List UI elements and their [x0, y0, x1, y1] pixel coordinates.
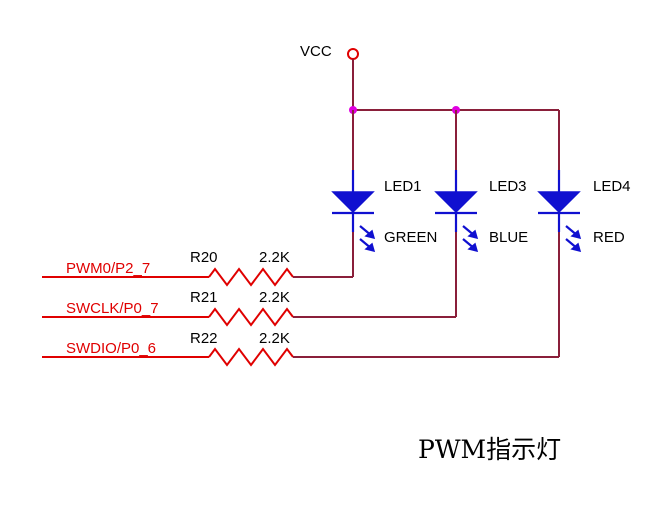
led1-color-label: GREEN: [384, 229, 437, 246]
vcc-terminal-icon: [347, 48, 359, 60]
led4-color-label: RED: [593, 229, 625, 246]
led4-emission-icon: [565, 225, 582, 253]
vcc-label: VCC: [300, 43, 332, 60]
r20-value-label: 2.2K: [259, 249, 290, 266]
r22-value-label: 2.2K: [259, 330, 290, 347]
led1-symbol: [331, 110, 376, 277]
net-label-swclk: SWCLK/P0_7: [66, 300, 159, 317]
r22-ref-label: R22: [190, 330, 218, 347]
diagram-caption: PWM指示灯: [418, 435, 561, 464]
led4-symbol: [537, 110, 582, 357]
led3-color-label: BLUE: [489, 229, 528, 246]
led1-ref-label: LED1: [384, 178, 422, 195]
r21-resistor-icon: [42, 307, 456, 327]
led4-ref-label: LED4: [593, 178, 631, 195]
net-label-swdio: SWDIO/P0_6: [66, 340, 156, 357]
led3-ref-label: LED3: [489, 178, 527, 195]
led3-emission-icon: [462, 225, 479, 253]
led3-symbol: [434, 110, 479, 317]
r22-resistor-icon: [42, 347, 559, 367]
r21-ref-label: R21: [190, 289, 218, 306]
r20-resistor-icon: [42, 267, 353, 287]
r21-value-label: 2.2K: [259, 289, 290, 306]
led1-emission-icon: [359, 225, 376, 253]
r20-ref-label: R20: [190, 249, 218, 266]
net-label-pwm0: PWM0/P2_7: [66, 260, 150, 277]
